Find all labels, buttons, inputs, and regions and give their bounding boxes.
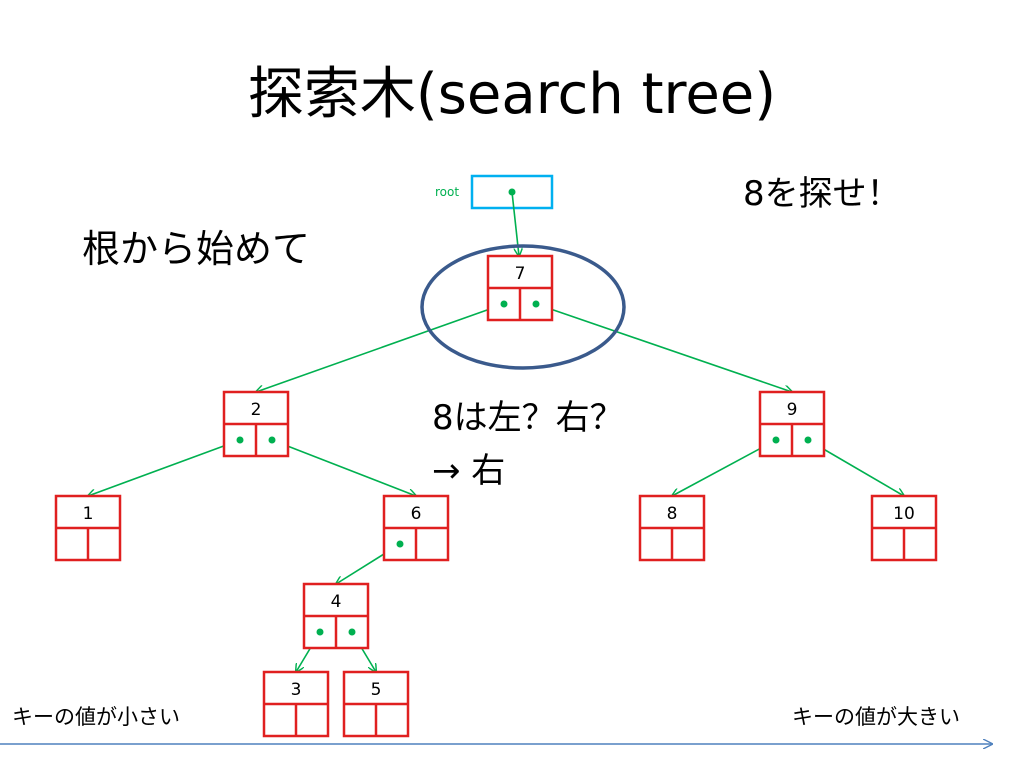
axis-left-label: キーの値が小さい [12,705,180,729]
pointer-dot [772,436,780,444]
pointer-dot [316,628,324,636]
node-key: 5 [371,680,382,700]
question-line-1: 8は左？右？ [432,398,624,438]
root-label: root [435,185,460,199]
goal-note: 8を探せ！ [743,174,901,214]
tree-node-5: 5 [342,670,410,738]
node-key: 4 [331,592,342,612]
pointer-dot [396,540,404,548]
tree-node-10: 10 [870,494,938,562]
question-line-2: → 右 [432,451,506,491]
node-key: 8 [667,504,678,524]
pointer-dot [500,300,508,308]
slide-title: 探索木(search tree) [247,62,777,127]
start-note: 根から始めて [82,227,311,271]
node-key: 7 [515,264,526,284]
tree-node-6: 6 [382,494,450,562]
tree-node-3: 3 [262,670,330,738]
node-key: 1 [83,504,94,524]
axis-right-label: キーの値が大きい [792,705,960,729]
node-key: 3 [291,680,302,700]
tree-node-1: 1 [54,494,122,562]
current-node-highlight [420,244,626,370]
tree-node-2: 2 [222,390,290,458]
tree-node-8: 8 [638,494,706,562]
node-key: 6 [411,504,422,524]
node-key: 10 [893,504,915,524]
child-pointer-arrow [672,439,777,496]
pointer-dot [236,436,244,444]
pointer-dot [804,436,812,444]
child-pointer-arrow [256,303,505,392]
pointer-dot [268,436,276,444]
tree-node-7: 7 [486,254,554,322]
tree-node-4: 4 [302,582,370,650]
child-pointer-arrow [535,303,792,392]
node-key: 2 [251,400,262,420]
pointer-dot [348,628,356,636]
pointer-dot [532,300,540,308]
node-key: 9 [787,400,798,420]
child-pointer-arrow [88,439,241,496]
tree-node-9: 9 [758,390,826,458]
child-pointer-arrow [271,439,416,496]
